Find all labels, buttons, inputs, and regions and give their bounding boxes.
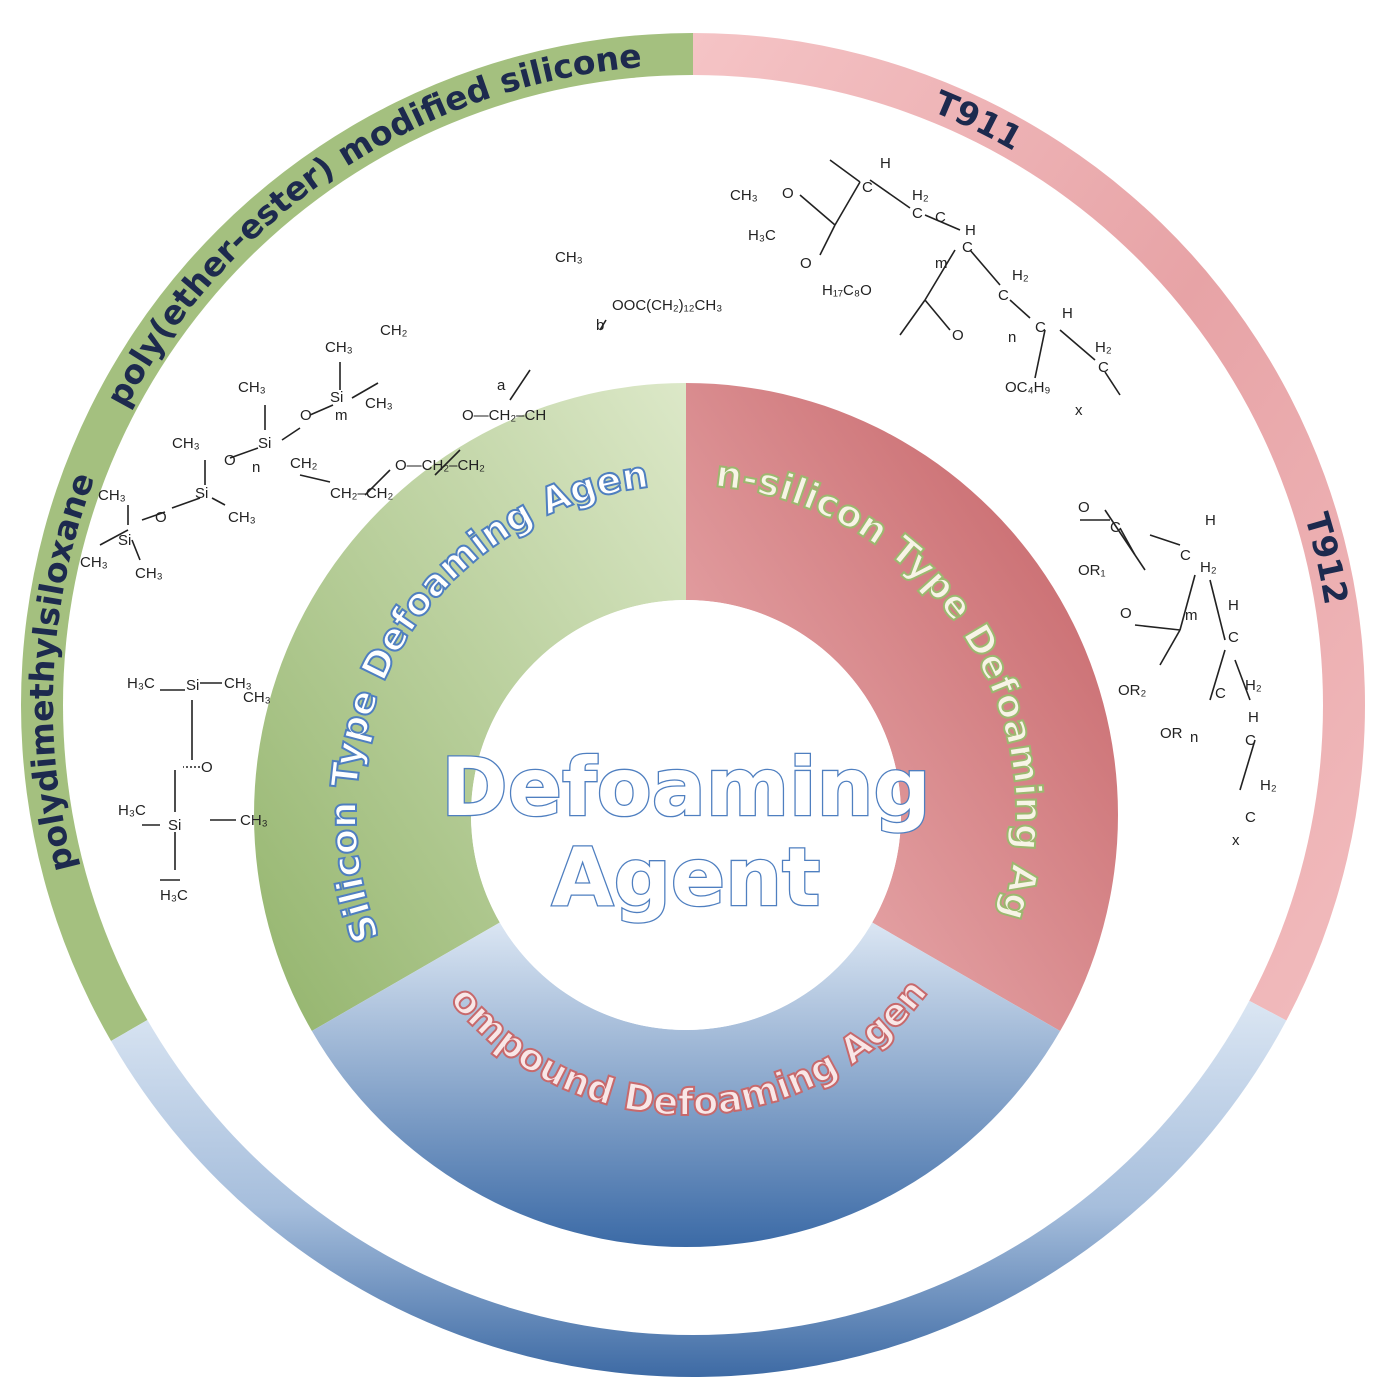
t912-c-4: C [1215, 685, 1226, 702]
t912-c-6: C [1245, 809, 1256, 826]
t911-c-2: C [912, 205, 923, 222]
t911-n: n [1008, 329, 1016, 346]
pe-ch3-c: CH₃ [135, 565, 163, 582]
t912-c-1: C [1110, 519, 1121, 536]
center-hole [471, 600, 901, 1030]
t911-h-1: H [880, 155, 891, 172]
silicon-type-segment [253, 383, 686, 1031]
pe-ch3-e: CH₃ [228, 509, 256, 526]
t912-h-1: H [1205, 512, 1216, 529]
pdms-ch3-3: CH₃ [240, 812, 268, 829]
pdms-ch3-2: CH₃ [243, 689, 271, 706]
t912-c-2: C [1180, 547, 1191, 564]
pe-ch3-f: CH₃ [238, 379, 266, 396]
t912-h2-1: H₂ [1200, 559, 1217, 576]
pe-o-1: O [155, 509, 167, 526]
pe-o-2: O [224, 452, 236, 469]
t912-m: m [1185, 607, 1198, 624]
pe-ch3-a: CH₃ [80, 554, 108, 571]
t912-or: OR [1160, 725, 1183, 742]
t911-h-3: H [1062, 305, 1073, 322]
pe-ooc: OOC(CH₂)₁₂CH₃ [612, 297, 722, 314]
pe-o-ch2-ch2: O—CH₂–CH₂ [395, 457, 485, 474]
pe-n: n [252, 459, 260, 476]
outer-ring-compound-segment [111, 999, 1287, 1378]
t911-o-3: O [952, 327, 964, 344]
outer-ring-non-silicon-segment [693, 33, 1365, 1021]
pe-m: m [335, 407, 348, 424]
t912-h-2: H [1228, 597, 1239, 614]
t911-c-4: C [962, 239, 973, 256]
non-silicon-type-segment [686, 383, 1118, 1031]
t911-h2-2: H₂ [1012, 267, 1029, 284]
t912-h2-2: H₂ [1245, 677, 1262, 694]
pe-ch2-ch2: CH₂–CH₂ [330, 485, 393, 502]
pe-si-4: Si [330, 389, 343, 406]
t911-h-2: H [965, 222, 976, 239]
pe-ch3-g: CH₃ [325, 339, 353, 356]
pe-ch3-d: CH₃ [172, 435, 200, 452]
t911-m: m [935, 255, 948, 272]
outer-ring-silicon-segment [21, 33, 694, 1041]
t912-c-3: C [1228, 629, 1239, 646]
t911-h2-3: H₂ [1095, 339, 1112, 356]
pe-b: b [596, 317, 604, 334]
t912-n: n [1190, 729, 1198, 746]
t912-or1: OR₁ [1078, 562, 1106, 579]
t912-or2: OR₂ [1118, 682, 1147, 699]
pdms-si-2: Si [168, 817, 181, 834]
t912-o-1: O [1078, 499, 1090, 516]
pe-o-3: O [300, 407, 312, 424]
pdms-structure: H₃C Si CH₃ CH₃ O H₃C Si CH₃ H₃C [118, 675, 271, 904]
pdms-h3c-2: H₃C [118, 802, 146, 819]
pdms-o: O [201, 759, 213, 776]
pe-si-1: Si [118, 532, 131, 549]
t911-o-2: O [800, 255, 812, 272]
pe-ch3-i: CH₂ [380, 322, 408, 339]
pe-ch3-b: CH₃ [98, 487, 126, 504]
t911-c-7: C [1098, 359, 1109, 376]
pe-si-2: Si [195, 485, 208, 502]
pe-ch2-1: CH₂ [290, 455, 318, 472]
pdms-si-1: Si [186, 677, 199, 694]
t911-h3c: H₃C [748, 227, 776, 244]
pdms-h3c-3: H₃C [160, 887, 188, 904]
t911-c-3: C [935, 209, 946, 226]
t911-h17c8o: H₁₇C₈O [822, 282, 872, 299]
pe-ch3-h: CH₃ [365, 395, 393, 412]
t911-x: x [1075, 402, 1083, 419]
t912-h-3: H [1248, 709, 1259, 726]
t912-h2-3: H₂ [1260, 777, 1277, 794]
pdms-ch3-1: CH₃ [224, 675, 252, 692]
t911-c-1: C [862, 179, 873, 196]
pe-si-3: Si [258, 435, 271, 452]
t911-c-6: C [1035, 319, 1046, 336]
t911-structure: H C C O H₃C O H₂ C m H C H₁₇C₈O O H₂ C n… [748, 155, 1121, 419]
t911-c-5: C [998, 287, 1009, 304]
pe-o-ch2-ch: O—CH₂–CH [462, 407, 546, 424]
t911-h2-1: H₂ [912, 187, 929, 204]
t912-o-2: O [1120, 605, 1132, 622]
pdms-h3c-1: H₃C [127, 675, 155, 692]
t912-x: x [1232, 832, 1240, 849]
compound-segment [311, 922, 1061, 1247]
t911-o-1: O [782, 185, 794, 202]
polyether-silicone-structure: CH₃ CH₃ Si O CH₃ Si CH₃ O CH₃ Si n O CH₃… [80, 187, 758, 582]
t911-oc4h9: OC₄H₉ [1005, 379, 1050, 396]
t912-c-5: C [1245, 732, 1256, 749]
pe-ch3-j: CH₃ [555, 249, 583, 266]
pe-ch3-k: CH₃ [730, 187, 758, 204]
pe-a: a [497, 377, 506, 394]
center-title-line-1: Defoaming [441, 741, 930, 834]
center-title-line-2: Agent [552, 831, 821, 924]
t912-structure: C H O OR₁ H₂ C m C H O OR₂ H₂ C n C H OR… [1078, 499, 1277, 849]
